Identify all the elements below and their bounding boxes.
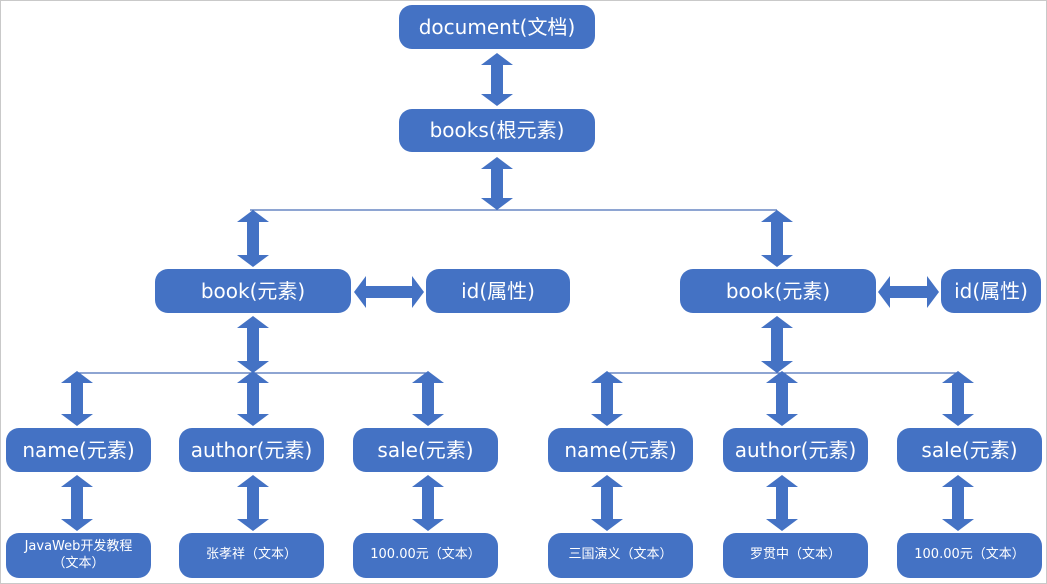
arrow-book-2-id <box>878 276 939 308</box>
arrow-line-book-2 <box>761 210 793 267</box>
arrow-book-2-line <box>761 316 793 373</box>
node-name-2: name(元素) <box>548 428 693 472</box>
node-book-2: book(元素) <box>680 269 876 313</box>
text-node-sale-1: 100.00元（文本） <box>353 533 498 578</box>
node-author-2: author(元素) <box>723 428 868 472</box>
node-book-1: book(元素) <box>155 269 351 313</box>
text-node-name-2: 三国演义（文本） <box>548 533 693 578</box>
node-books: books(根元素) <box>399 109 595 152</box>
arrow-child-text-6 <box>942 475 974 531</box>
arrow-line-child-5 <box>766 371 798 426</box>
arrow-books-line <box>481 157 513 210</box>
arrow-book-1-line <box>237 316 269 373</box>
node-id-2: id(属性) <box>941 269 1041 313</box>
node-document: document(文档) <box>399 5 595 49</box>
arrow-child-text-5 <box>766 475 798 531</box>
arrow-book-1-id <box>354 276 424 308</box>
arrow-line-child-3 <box>412 371 444 426</box>
arrow-child-text-4 <box>591 475 623 531</box>
arrow-line-book-1 <box>237 210 269 267</box>
text-node-sale-2: 100.00元（文本） <box>897 533 1042 578</box>
text-node-author-2: 罗贯中（文本） <box>723 533 868 578</box>
text-node-name-1: JavaWeb开发教程 （文本） <box>6 533 151 578</box>
node-name-1: name(元素) <box>6 428 151 472</box>
node-author-1: author(元素) <box>179 428 324 472</box>
node-id-1: id(属性) <box>426 269 570 313</box>
arrow-child-text-2 <box>237 475 269 531</box>
arrow-document-books <box>481 53 513 106</box>
arrow-child-text-3 <box>412 475 444 531</box>
arrow-child-text-1 <box>61 475 93 531</box>
node-sale-2: sale(元素) <box>897 428 1042 472</box>
text-node-author-1: 张孝祥（文本） <box>179 533 324 578</box>
arrow-line-child-6 <box>942 371 974 426</box>
arrow-line-child-1 <box>61 371 93 426</box>
arrow-line-child-4 <box>591 371 623 426</box>
node-sale-1: sale(元素) <box>353 428 498 472</box>
arrow-line-child-2 <box>237 371 269 426</box>
